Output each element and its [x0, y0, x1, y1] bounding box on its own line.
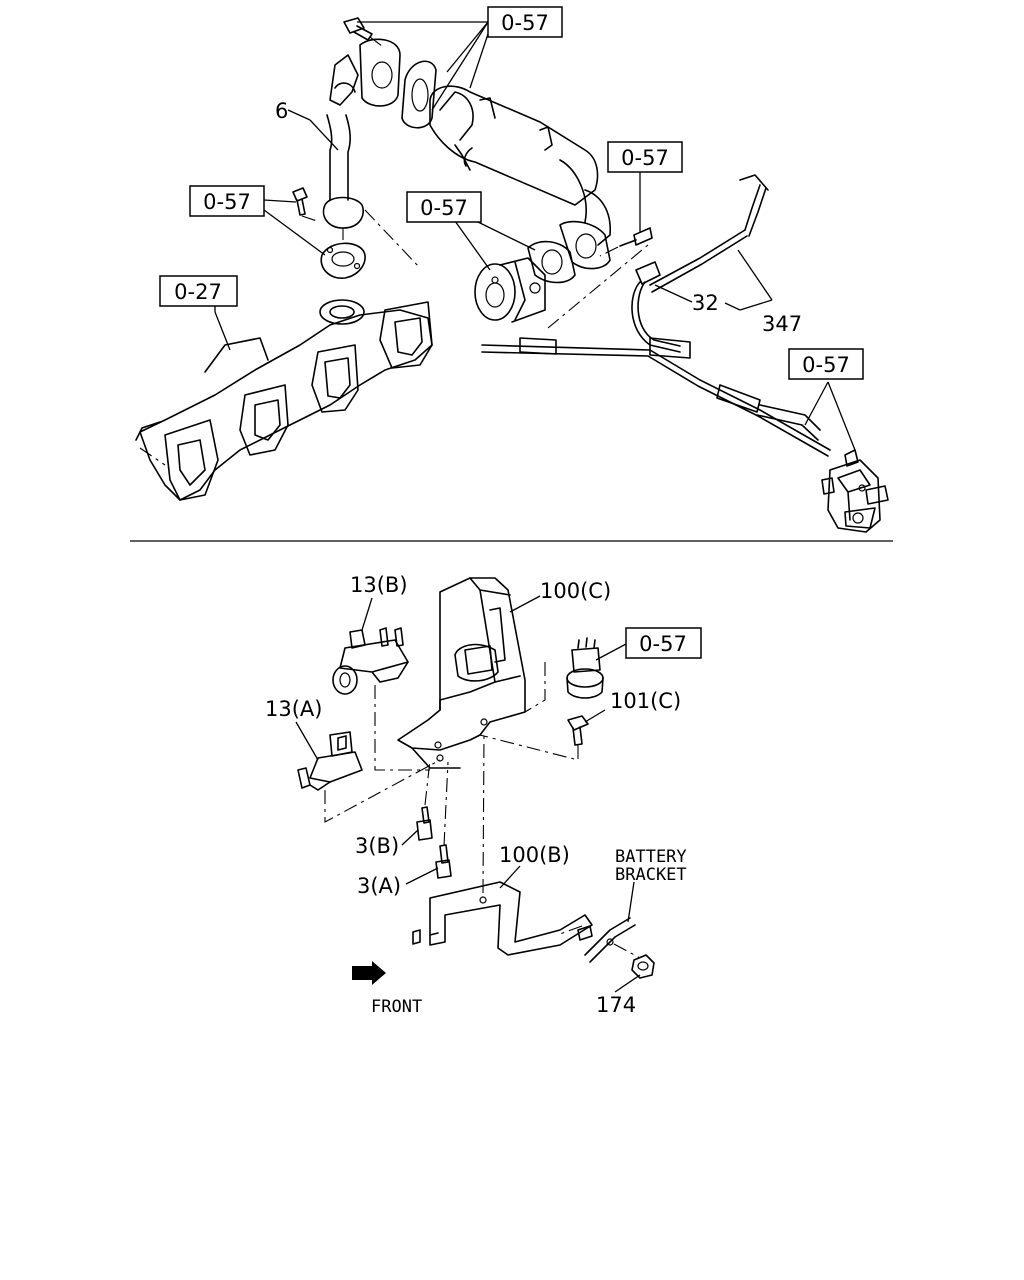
vacuum-hoses	[481, 174, 831, 457]
cooler-gasket	[401, 60, 437, 129]
guide-line-manifold	[139, 447, 166, 466]
egr-cooler	[429, 85, 611, 246]
ref-box-valve-label: 0-57	[420, 196, 468, 220]
pipe-gasket	[320, 242, 366, 279]
part-label-32: 32	[692, 291, 719, 315]
bolt-3b	[416, 806, 433, 841]
part-label-13a: 13(A)	[265, 697, 322, 721]
battery-bracket-label-line1: BATTERY	[615, 847, 687, 867]
ref-box-top-label: 0-57	[501, 11, 549, 35]
vacuum-solenoid	[821, 449, 889, 533]
part-label-3b: 3(B)	[355, 834, 399, 858]
left-bolt	[292, 187, 321, 223]
ref-box-valve: 0-57	[406, 191, 482, 223]
bracket-100c	[397, 577, 526, 769]
part-label-13b: 13(B)	[350, 573, 408, 597]
battery-bracket	[577, 917, 636, 963]
guide-line-valve	[547, 244, 649, 329]
egr-valve	[474, 220, 611, 323]
ref-box-right: 0-57	[788, 348, 864, 380]
part-label-347: 347	[762, 312, 802, 336]
ref-box-top: 0-57	[487, 6, 563, 38]
ref-box-left-label: 0-57	[203, 190, 251, 214]
front-arrow-icon	[352, 961, 386, 985]
egr-pipe	[322, 38, 401, 229]
ref-box-sensor-label: 0-57	[639, 632, 687, 656]
ref-box-right-label: 0-57	[802, 353, 850, 377]
part-label-100c: 100(C)	[540, 579, 611, 603]
part-label-100b: 100(B)	[499, 843, 570, 867]
part-label-174: 174	[596, 993, 636, 1017]
part-label-3a: 3(A)	[357, 874, 401, 898]
front-label: FRONT	[371, 997, 422, 1017]
lower-section	[295, 577, 655, 993]
top-bolt	[343, 17, 383, 47]
part-label-101c: 101(C)	[610, 689, 681, 713]
battery-bracket-label-line2: BRACKET	[615, 865, 687, 885]
ref-box-manifold-label: 0-27	[174, 280, 222, 304]
ref-box-sensor: 0-57	[625, 627, 702, 659]
solenoid-13b	[332, 627, 409, 695]
lower-guides	[324, 662, 641, 959]
ref-box-bolt-label: 0-57	[621, 146, 669, 170]
part-label-6: 6	[275, 99, 288, 123]
lower-leaders	[295, 595, 641, 993]
bracket-100b	[412, 881, 593, 956]
ref-box-left: 0-57	[189, 185, 265, 217]
exhaust-manifold	[135, 299, 433, 501]
solenoid-13a	[297, 731, 363, 791]
pressure-sensor	[566, 637, 604, 699]
ref-box-bolt: 0-57	[607, 141, 683, 173]
nut-174	[631, 954, 655, 979]
ref-box-manifold: 0-27	[159, 275, 238, 307]
upper-section	[135, 17, 889, 533]
guide-line-flange	[364, 209, 421, 269]
valve-bolt	[599, 227, 653, 257]
upper-leaders	[214, 21, 856, 451]
bolt-3a	[435, 844, 452, 879]
bolt-101c	[567, 715, 589, 746]
